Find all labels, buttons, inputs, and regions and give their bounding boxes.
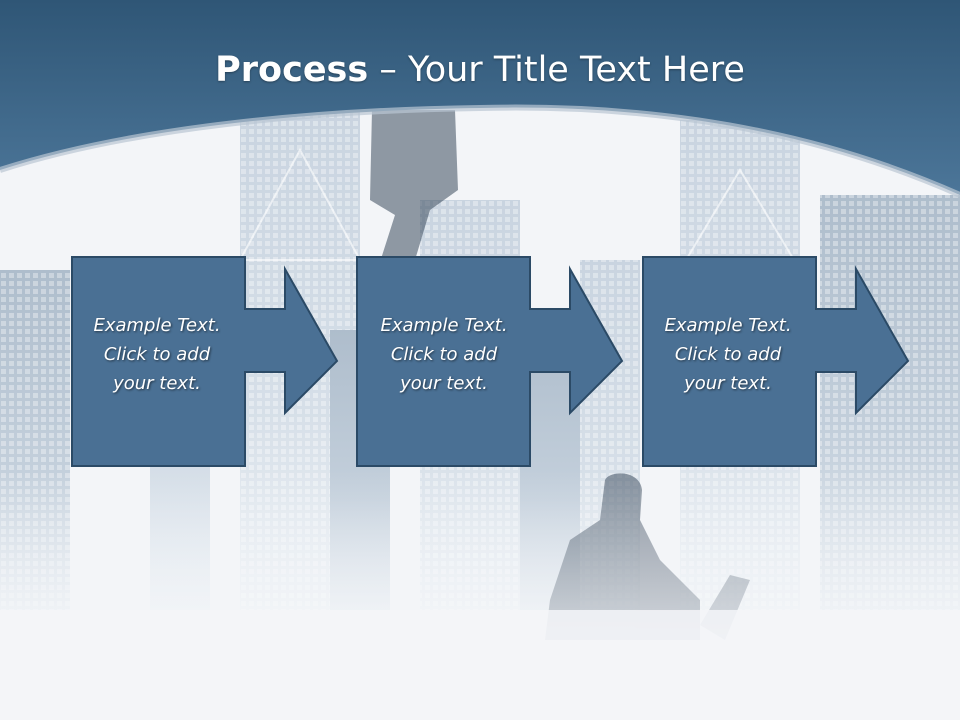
step-1-line-3: your text. <box>113 373 201 394</box>
process-step-2[interactable] <box>356 256 624 467</box>
step-3-line-1: Example Text. <box>664 315 792 336</box>
step-3-line-2: Click to add <box>674 344 782 365</box>
step-2-line-3: your text. <box>400 373 488 394</box>
step-text-3[interactable]: Example Text. Click to add your text. <box>641 311 815 398</box>
process-step-1[interactable] <box>71 256 339 467</box>
step-1-line-1: Example Text. <box>93 315 221 336</box>
step-2-line-1: Example Text. <box>380 315 508 336</box>
title-bold-part: Process <box>215 50 369 90</box>
header-band <box>0 0 960 195</box>
step-text-2[interactable]: Example Text. Click to add your text. <box>357 311 531 398</box>
step-2-line-2: Click to add <box>390 344 498 365</box>
step-3-line-3: your text. <box>684 373 772 394</box>
arrow-shape-3 <box>642 256 910 467</box>
step-1-line-2: Click to add <box>103 344 211 365</box>
arrow-shape-1 <box>71 256 339 467</box>
title-rest-part: Your Title Text Here <box>407 50 745 90</box>
slide-title[interactable]: Process – Your Title Text Here <box>0 50 960 90</box>
process-step-3[interactable] <box>642 256 910 467</box>
title-separator: – <box>368 50 408 90</box>
arrow-shape-2 <box>356 256 624 467</box>
step-text-1[interactable]: Example Text. Click to add your text. <box>70 311 244 398</box>
